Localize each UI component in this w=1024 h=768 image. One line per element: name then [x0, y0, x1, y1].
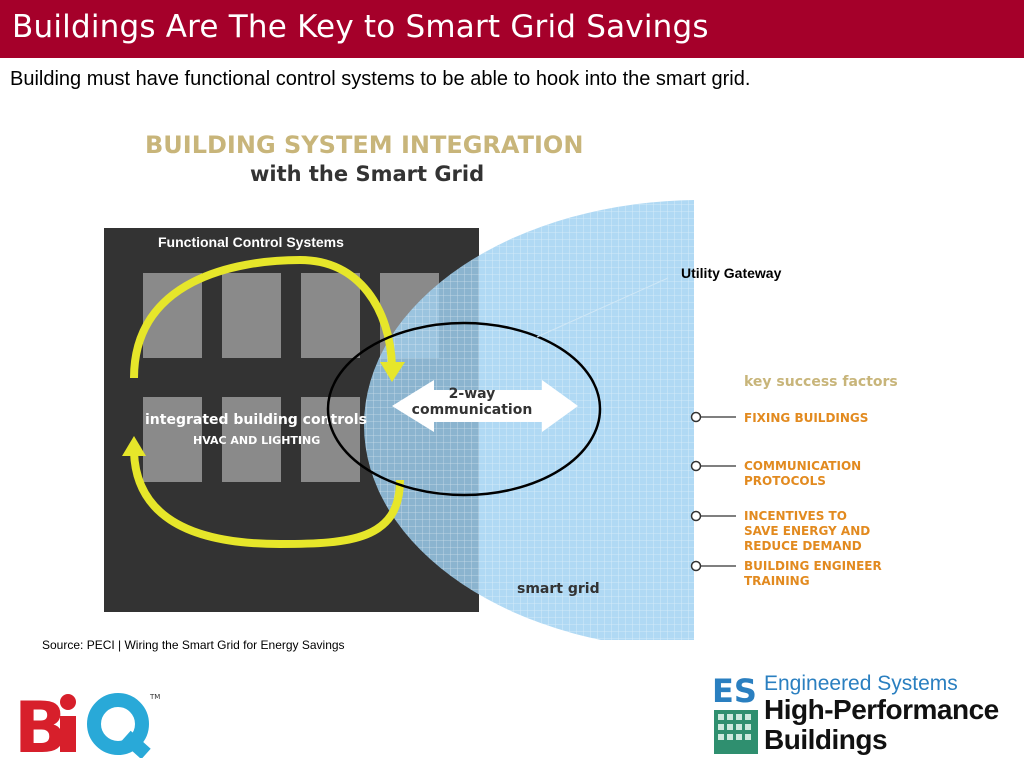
- functional-control-label: Functional Control Systems: [158, 234, 344, 250]
- es-hpb-logo: ES Engineered Systems High-Performance B…: [712, 670, 1017, 762]
- factor-bullet-icon: [690, 411, 702, 423]
- arrow-head-icon: [122, 436, 146, 456]
- utility-gateway-label: Utility Gateway: [681, 265, 782, 281]
- factor-item: INCENTIVES TO SAVE ENERGY AND REDUCE DEM…: [690, 509, 870, 553]
- biq-trademark: TM: [149, 693, 160, 701]
- hpb-line1: High-Performance: [764, 694, 999, 725]
- factor-item: FIXING BUILDINGS: [690, 411, 868, 425]
- building-block: [143, 397, 202, 482]
- biq-letter-q: [87, 693, 149, 755]
- title-bar: Buildings Are The Key to Smart Grid Savi…: [0, 0, 1024, 58]
- biq-letter-b: B: [14, 688, 67, 758]
- factor-line: FIXING BUILDINGS: [744, 411, 868, 425]
- hpb-line2: Buildings: [764, 724, 888, 755]
- smart-grid-diagram: BUILDING SYSTEM INTEGRATION with the Sma…: [104, 131, 898, 640]
- slide-title: Buildings Are The Key to Smart Grid Savi…: [12, 9, 709, 45]
- factor-line: SAVE ENERGY AND: [744, 524, 870, 538]
- gateway-pointer-line: [536, 277, 669, 338]
- comm-line1: 2-way: [449, 386, 496, 402]
- slide-subtitle: Building must have functional control sy…: [10, 68, 751, 90]
- biq-dot-icon: [60, 694, 76, 710]
- factor-line: COMMUNICATION: [744, 459, 861, 473]
- factor-bullet-icon: [690, 460, 702, 472]
- smart-grid-label: smart grid: [517, 581, 600, 597]
- two-way-arrow-icon: [392, 380, 578, 432]
- factor-item: COMMUNICATION PROTOCOLS: [690, 459, 861, 488]
- arrow-head-icon: [380, 362, 405, 382]
- building-block: [222, 397, 281, 482]
- smart-grid-figure: BUILDING SYSTEM INTEGRATION with the Sma…: [100, 120, 940, 640]
- factor-bullet-icon: [690, 510, 702, 522]
- cycle-arrow-top: [130, 255, 396, 379]
- biq-logo: B TM: [14, 687, 164, 768]
- comm-line2: communication: [412, 402, 533, 418]
- factor-line: REDUCE DEMAND: [744, 539, 862, 553]
- figure-subheading: with the Smart Grid: [250, 162, 484, 186]
- es-initials: ES: [712, 672, 757, 710]
- figure-heading: BUILDING SYSTEM INTEGRATION: [145, 131, 583, 159]
- factor-bullet-icon: [690, 560, 702, 572]
- factor-line: BUILDING ENGINEER: [744, 559, 882, 573]
- es-name: Engineered Systems: [764, 672, 958, 695]
- hvac-label: HVAC AND LIGHTING: [193, 434, 320, 447]
- gateway-highlight-ellipse: [326, 321, 602, 497]
- factor-item: BUILDING ENGINEER TRAINING: [690, 559, 882, 588]
- building-block: [301, 273, 360, 358]
- es-mark: ES: [712, 672, 758, 754]
- source-citation: Source: PECI | Wiring the Smart Grid for…: [42, 638, 345, 652]
- factor-line: TRAINING: [744, 574, 810, 588]
- factor-line: INCENTIVES TO: [744, 509, 847, 523]
- integrated-controls-label: integrated building controls: [145, 412, 367, 428]
- biq-letter-i: [60, 716, 76, 752]
- factor-line: PROTOCOLS: [744, 474, 826, 488]
- factors-title: key success factors: [744, 374, 898, 390]
- building-block: [222, 273, 281, 358]
- building-block: [301, 397, 360, 482]
- cycle-arrow-bottom: [130, 451, 404, 549]
